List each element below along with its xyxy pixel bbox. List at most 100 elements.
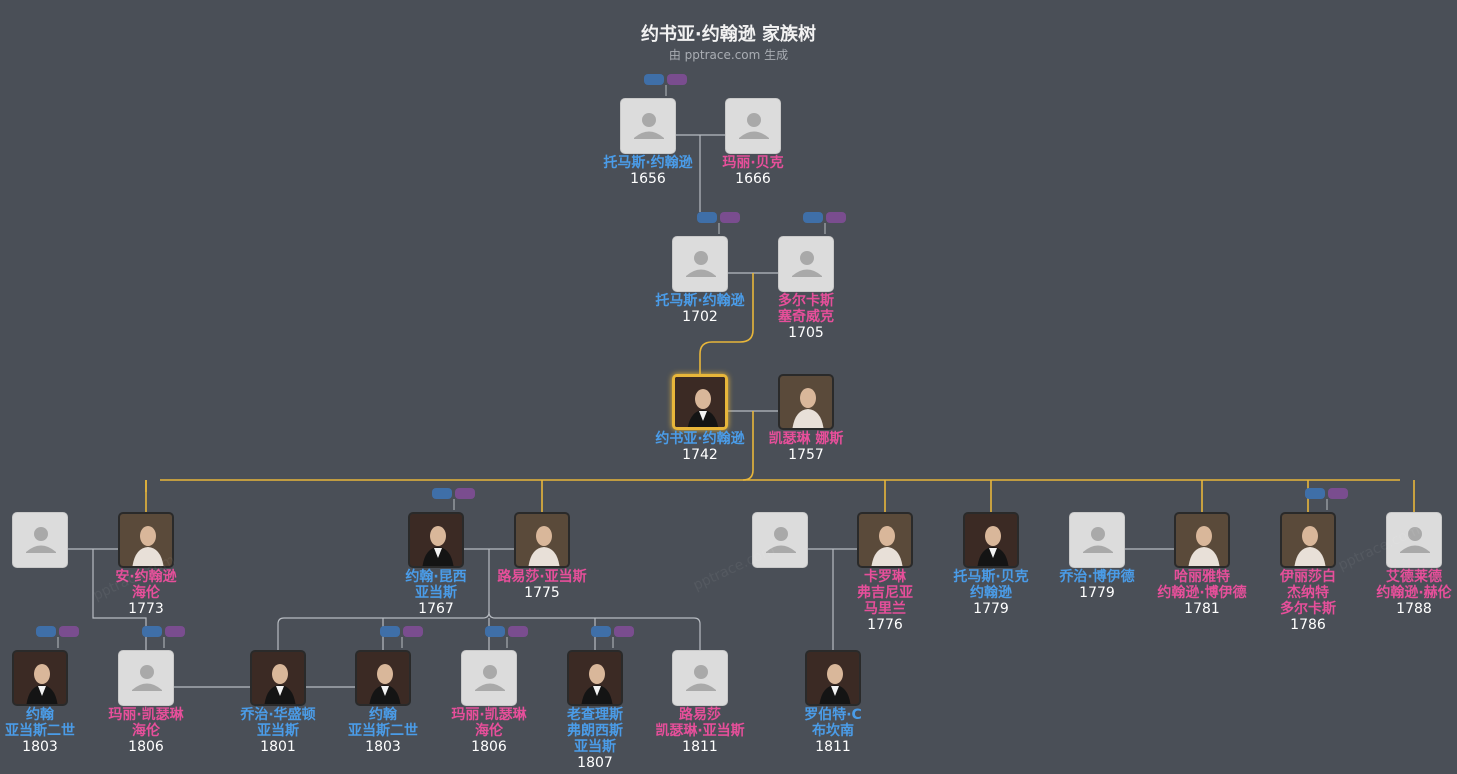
placeholder-avatar-icon[interactable] <box>725 98 781 154</box>
person-name: 凯瑟琳 娜斯 <box>768 431 844 447</box>
connector-line <box>488 611 701 650</box>
portrait-photo[interactable] <box>1280 512 1336 568</box>
expand-father-button[interactable] <box>1305 488 1325 499</box>
person-birth-year: 1767 <box>418 601 454 617</box>
expand-mother-button[interactable] <box>667 74 687 85</box>
person-name: 约翰逊·博伊德 <box>1157 585 1247 601</box>
person-name: 亚当斯 <box>574 739 616 755</box>
expand-mother-button[interactable] <box>403 626 423 637</box>
placeholder-avatar-icon[interactable] <box>620 98 676 154</box>
parent-toggle-buttons[interactable] <box>380 626 424 638</box>
person-name: 卡罗琳 <box>864 569 906 585</box>
person-name: 罗伯特·C <box>804 707 862 723</box>
portrait-photo[interactable] <box>1174 512 1230 568</box>
portrait-photo[interactable] <box>355 650 411 706</box>
portrait-photo[interactable] <box>250 650 306 706</box>
expand-father-button[interactable] <box>36 626 56 637</box>
page-subtitle: 由 pptrace.com 生成 <box>668 48 789 62</box>
person-name: 玛丽·凯瑟琳 <box>451 707 527 723</box>
person-name: 海伦 <box>132 585 160 601</box>
person-birth-year: 1811 <box>682 739 718 755</box>
parent-toggle-buttons[interactable] <box>697 212 741 224</box>
portrait-photo[interactable] <box>514 512 570 568</box>
expand-father-button[interactable] <box>697 212 717 223</box>
portrait-photo[interactable] <box>118 512 174 568</box>
expand-mother-button[interactable] <box>614 626 634 637</box>
parent-toggle-buttons[interactable] <box>432 488 476 500</box>
placeholder-avatar-icon[interactable] <box>778 236 834 292</box>
person-birth-year: 1806 <box>128 739 164 755</box>
parent-toggle-buttons[interactable] <box>36 626 80 638</box>
person-name: 约翰·昆西 <box>405 569 467 585</box>
portrait-photo[interactable] <box>805 650 861 706</box>
portrait-photo[interactable] <box>778 374 834 430</box>
person-birth-year: 1776 <box>867 617 903 633</box>
person-name: 艾德莱德 <box>1386 569 1442 585</box>
person-birth-year: 1775 <box>524 585 560 601</box>
placeholder-avatar-icon[interactable] <box>118 650 174 706</box>
placeholder-avatar-icon[interactable] <box>752 512 808 568</box>
expand-mother-button[interactable] <box>59 626 79 637</box>
expand-mother-button[interactable] <box>720 212 740 223</box>
expand-mother-button[interactable] <box>165 626 185 637</box>
expand-father-button[interactable] <box>485 626 505 637</box>
person-name: 多尔卡斯 <box>1280 601 1336 617</box>
expand-father-button[interactable] <box>644 74 664 85</box>
expand-mother-button[interactable] <box>508 626 528 637</box>
expand-mother-button[interactable] <box>1328 488 1348 499</box>
expand-father-button[interactable] <box>591 626 611 637</box>
person-birth-year: 1803 <box>365 739 401 755</box>
portrait-photo[interactable] <box>672 374 728 430</box>
placeholder-avatar-icon[interactable] <box>461 650 517 706</box>
person-name: 亚当斯 <box>257 723 299 739</box>
placeholder-avatar-icon[interactable] <box>1386 512 1442 568</box>
person-birth-year: 1801 <box>260 739 296 755</box>
portrait-photo[interactable] <box>857 512 913 568</box>
parent-toggle-buttons[interactable] <box>142 626 186 638</box>
portrait-photo[interactable] <box>567 650 623 706</box>
expand-mother-button[interactable] <box>455 488 475 499</box>
placeholder-avatar-icon[interactable] <box>672 650 728 706</box>
parent-toggle-buttons[interactable] <box>803 212 847 224</box>
parent-toggle-buttons[interactable] <box>591 626 635 638</box>
person-name: 哈丽雅特 <box>1174 569 1230 585</box>
parent-toggle-buttons[interactable] <box>485 626 529 638</box>
expand-father-button[interactable] <box>142 626 162 637</box>
person-name: 安·约翰逊 <box>115 569 177 585</box>
portrait-photo[interactable] <box>12 650 68 706</box>
placeholder-avatar-icon[interactable] <box>12 512 68 568</box>
person-name: 托马斯·约翰逊 <box>603 155 693 171</box>
person-name: 海伦 <box>475 723 503 739</box>
portrait-photo[interactable] <box>408 512 464 568</box>
person-birth-year: 1786 <box>1290 617 1326 633</box>
parent-toggle-buttons[interactable] <box>1305 488 1349 500</box>
placeholder-avatar-icon[interactable] <box>672 236 728 292</box>
expand-mother-button[interactable] <box>826 212 846 223</box>
person-name: 亚当斯 <box>415 585 457 601</box>
expand-father-button[interactable] <box>380 626 400 637</box>
portrait-photo[interactable] <box>963 512 1019 568</box>
placeholder-avatar-icon[interactable] <box>1069 512 1125 568</box>
person-name: 亚当斯二世 <box>5 723 75 739</box>
person-birth-year: 1806 <box>471 739 507 755</box>
parent-toggle-buttons[interactable] <box>644 74 688 86</box>
expand-father-button[interactable] <box>803 212 823 223</box>
person-name: 托马斯·贝克 <box>953 569 1029 585</box>
expand-father-button[interactable] <box>432 488 452 499</box>
connector-line <box>699 273 754 374</box>
